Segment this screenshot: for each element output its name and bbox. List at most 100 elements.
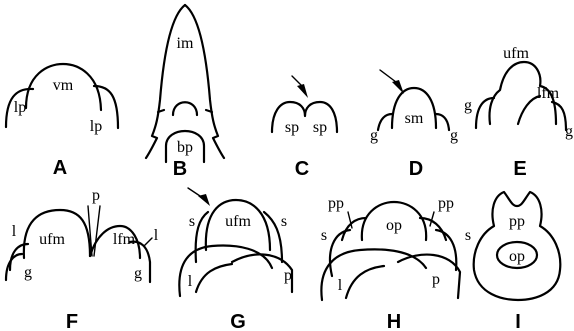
left-sepal-h: [328, 228, 352, 278]
label-pp-right: pp: [438, 195, 454, 212]
panel-e: ufm lfm g g E: [464, 45, 573, 180]
panel-label-b: B: [173, 158, 187, 180]
lemma-g: [178, 244, 274, 298]
right-glume-f: [128, 240, 152, 284]
lower-floret-meristem: [88, 224, 142, 260]
palea-g: [230, 253, 294, 294]
panel-c: sp sp C: [270, 75, 339, 180]
label-g-right: g: [134, 265, 142, 282]
split-meristem-outline: [270, 100, 339, 134]
petal-primordia-h: [340, 216, 368, 242]
label-s-right: s: [465, 227, 471, 244]
label-s-left: s: [321, 227, 327, 244]
arrow-d-shaft: [379, 69, 397, 83]
palea-line-2: [93, 205, 101, 257]
label-lp-right: lp: [90, 118, 102, 135]
lemma-pointer-right: [143, 237, 153, 247]
label-bp: bp: [177, 139, 193, 156]
arrow-d: [392, 80, 404, 94]
label-lfm: lfm: [537, 85, 560, 102]
arrow-g-shaft: [187, 187, 201, 197]
panel-i: pp op I: [472, 190, 562, 331]
arrow-g: [198, 194, 210, 206]
panel-label-f: F: [66, 311, 78, 331]
pp-pointer-left: [347, 211, 353, 229]
ovary-primordium-i: [495, 240, 539, 270]
label-sp-left: sp: [285, 119, 299, 136]
upper-floral-primordium: [171, 101, 199, 117]
ovary-primordium-h: [360, 200, 428, 242]
right-bract-small: [204, 108, 214, 114]
inflorescence-meristem-left-outline: [144, 3, 187, 160]
label-l-left: l: [12, 223, 17, 240]
label-ufm: ufm: [225, 213, 251, 230]
label-l: l: [188, 273, 193, 290]
label-sp-right: sp: [313, 119, 327, 136]
label-g-right: g: [565, 123, 573, 140]
label-l: l: [338, 277, 343, 294]
label-op: op: [509, 248, 525, 265]
floret-meristems-outline: [488, 60, 558, 126]
label-pp-left: pp: [328, 195, 344, 212]
inner-fold-g: [194, 262, 234, 294]
panel-label-e: E: [513, 158, 526, 180]
lower-floret-inner: [516, 94, 542, 126]
right-glume-e: [550, 100, 568, 132]
panel-a: vm lp lp A: [4, 62, 120, 179]
label-g-left: g: [464, 97, 472, 114]
left-glume: [376, 112, 394, 132]
panel-h: pp pp op s s l p H: [320, 195, 471, 331]
panel-label-h: H: [387, 311, 401, 331]
panel-d: sm g g D: [370, 69, 458, 180]
label-ufm: ufm: [39, 231, 65, 248]
inflorescence-meristem-right-outline: [183, 3, 226, 160]
panel-label-a: A: [53, 157, 67, 179]
label-s-left: s: [189, 213, 195, 230]
left-glume-f: [4, 252, 24, 282]
left-sepal-g: [194, 210, 210, 264]
label-p: p: [284, 267, 292, 284]
panel-label-g: G: [230, 311, 246, 331]
panel-label-i: I: [515, 311, 521, 331]
label-g-left: g: [24, 264, 32, 281]
inner-fold-h: [344, 264, 386, 300]
pp-pointer-right: [429, 211, 435, 227]
right-sepal-g: [262, 210, 284, 264]
panel-label-c: C: [295, 158, 309, 180]
right-glume: [434, 112, 451, 132]
label-lfm: lfm: [113, 231, 136, 248]
petal-primordia-right-h: [418, 216, 448, 242]
label-pp: pp: [509, 213, 525, 230]
label-p: p: [432, 271, 440, 288]
label-sm: sm: [405, 110, 424, 127]
bract-primordium-outline: [164, 130, 206, 164]
label-p: p: [92, 187, 100, 204]
label-im: im: [177, 35, 194, 52]
right-leaf-primordium: [92, 84, 120, 130]
upper-floret-meristem: [22, 208, 92, 260]
left-bract-small: [156, 108, 166, 114]
label-s-right: s: [281, 213, 287, 230]
left-glume-e: [474, 96, 496, 130]
label-op: op: [386, 217, 402, 234]
panel-label-d: D: [409, 158, 423, 180]
right-sepal-h: [434, 228, 458, 272]
pistil-outline: [472, 190, 562, 302]
arrow-c-shaft: [291, 75, 303, 87]
palea-line-1: [87, 205, 93, 257]
label-lp-left: lp: [14, 99, 26, 116]
left-leaf-primordium: [4, 87, 35, 129]
palea-h: [396, 253, 462, 300]
label-ufm: ufm: [503, 45, 529, 62]
panel-g: s ufm s l p G: [178, 187, 294, 331]
panel-b: im bp B: [144, 3, 226, 180]
label-g-right: g: [450, 127, 458, 144]
vegetative-meristem-outline: [24, 62, 103, 112]
left-lemma: [8, 242, 30, 272]
label-vm: vm: [53, 77, 74, 94]
label-g-left: g: [370, 127, 378, 144]
upper-floret-meristem-g: [204, 198, 272, 252]
label-l-right: l: [154, 227, 159, 244]
arrow-c: [297, 84, 308, 98]
